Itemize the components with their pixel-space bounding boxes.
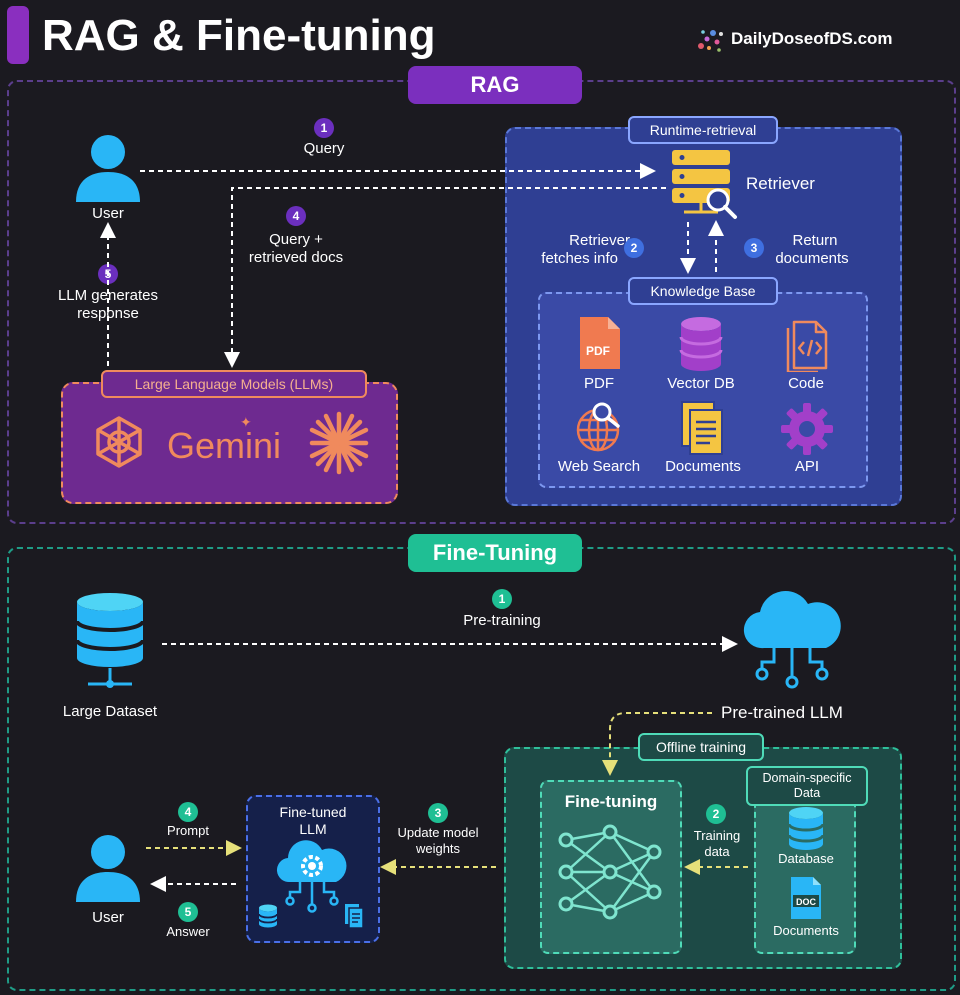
kb-item-pdf: PDF	[584, 375, 614, 392]
ft-step2-badge: 2	[706, 804, 726, 824]
kb-item-code: Code	[788, 375, 824, 392]
ft-step2-label-2: data	[704, 844, 730, 859]
domain-data-label: Domain-specific Data	[746, 766, 868, 806]
ft-section-label: Fine-Tuning	[408, 534, 582, 572]
ft-step1-badge: 1	[492, 589, 512, 609]
finetuning-label: Fine-tuning	[564, 792, 658, 811]
cloud-gear-icon	[276, 838, 348, 918]
doc-icon-text: DOC	[796, 897, 817, 907]
ft-step5-badge: 5	[178, 902, 198, 922]
llm-box-label: Large Language Models (LLMs)	[101, 370, 367, 398]
ft-user-label: User	[92, 909, 124, 926]
ft-step3-label-2: weights	[415, 841, 461, 856]
user-icon	[72, 132, 144, 204]
ft-step4-badge: 4	[178, 802, 198, 822]
large-dataset-icon	[74, 592, 146, 692]
ft-step1-label: Pre-training	[463, 612, 541, 629]
rag-step1-badge: 1	[314, 118, 334, 138]
ft-step3-badge: 3	[428, 803, 448, 823]
runtime-retrieval-label: Runtime-retrieval	[628, 116, 778, 144]
rag-step4-label-2: retrieved docs	[248, 249, 344, 266]
rag-step5-label-2: response	[77, 305, 139, 322]
knowledge-base-label: Knowledge Base	[628, 277, 778, 305]
rag-step3-label-2: documents	[775, 250, 849, 267]
rag-step4-label-1: Query +	[269, 231, 323, 248]
rag-step2-badge: 2	[624, 238, 644, 258]
openai-logo-icon	[86, 412, 152, 478]
small-document-icon	[344, 903, 364, 929]
kb-item-api: API	[794, 458, 820, 475]
ft-step4-label: Prompt	[167, 823, 209, 838]
database-label: Database	[778, 851, 834, 866]
rag-section-label: RAG	[408, 66, 582, 104]
vector-db-icon	[679, 316, 723, 372]
brand-logo-icon	[695, 24, 727, 56]
pdf-icon: PDF	[576, 315, 622, 371]
title-accent-bar	[7, 6, 29, 64]
kb-item-documents: Documents	[665, 458, 741, 475]
page-title: RAG & Fine-tuning	[42, 11, 436, 60]
offline-training-label: Offline training	[638, 733, 764, 761]
claude-logo-icon	[304, 408, 374, 478]
api-gear-icon	[780, 402, 834, 456]
web-search-icon	[572, 400, 626, 454]
ft-step5-label: Answer	[166, 924, 210, 939]
arrow-retrieved-to-llm	[224, 187, 666, 368]
gemini-sparkle-icon: ✦	[240, 414, 252, 430]
finetuned-llm-label-1: Fine-tuned	[279, 804, 347, 820]
cloud-network-icon	[742, 582, 842, 690]
database-icon	[787, 806, 825, 852]
pretrained-llm-label: Pre-trained LLM	[721, 703, 843, 722]
retriever-label: Retriever	[746, 174, 815, 193]
rag-step4-badge: 4	[286, 206, 306, 226]
neural-network-icon	[552, 822, 668, 922]
ft-step3-label-1: Update model	[397, 825, 479, 840]
retriever-server-icon	[668, 148, 740, 222]
rag-step3-badge: 3	[744, 238, 764, 258]
rag-step2-label-2: fetches info	[541, 250, 618, 267]
ft-user-icon	[72, 832, 144, 904]
rag-step5-label-1: LLM generates	[57, 287, 159, 304]
brand-name: DailyDoseofDS.com	[731, 29, 893, 48]
rag-step1-label: Query	[303, 140, 345, 157]
rag-user-label: User	[92, 205, 124, 222]
rag-step2-label-1: Retriever	[569, 232, 630, 249]
kb-item-websearch: Web Search	[557, 458, 641, 475]
arrow-pretrained-to-finetuning	[602, 712, 712, 776]
kb-item-vectordb: Vector DB	[667, 375, 735, 392]
doc-file-icon: DOC	[785, 875, 825, 921]
code-file-icon	[784, 316, 830, 374]
small-database-icon	[258, 904, 278, 928]
gemini-logo-text: Gemini	[167, 425, 282, 466]
rag-step3-label-1: Return	[792, 232, 838, 249]
ft-documents-label: Documents	[773, 923, 839, 938]
documents-icon	[678, 400, 726, 456]
finetuned-llm-label-2: LLM	[299, 821, 327, 837]
pdf-icon-text: PDF	[586, 344, 610, 358]
ft-step2-label-1: Training	[693, 828, 741, 843]
large-dataset-label: Large Dataset	[62, 703, 158, 720]
